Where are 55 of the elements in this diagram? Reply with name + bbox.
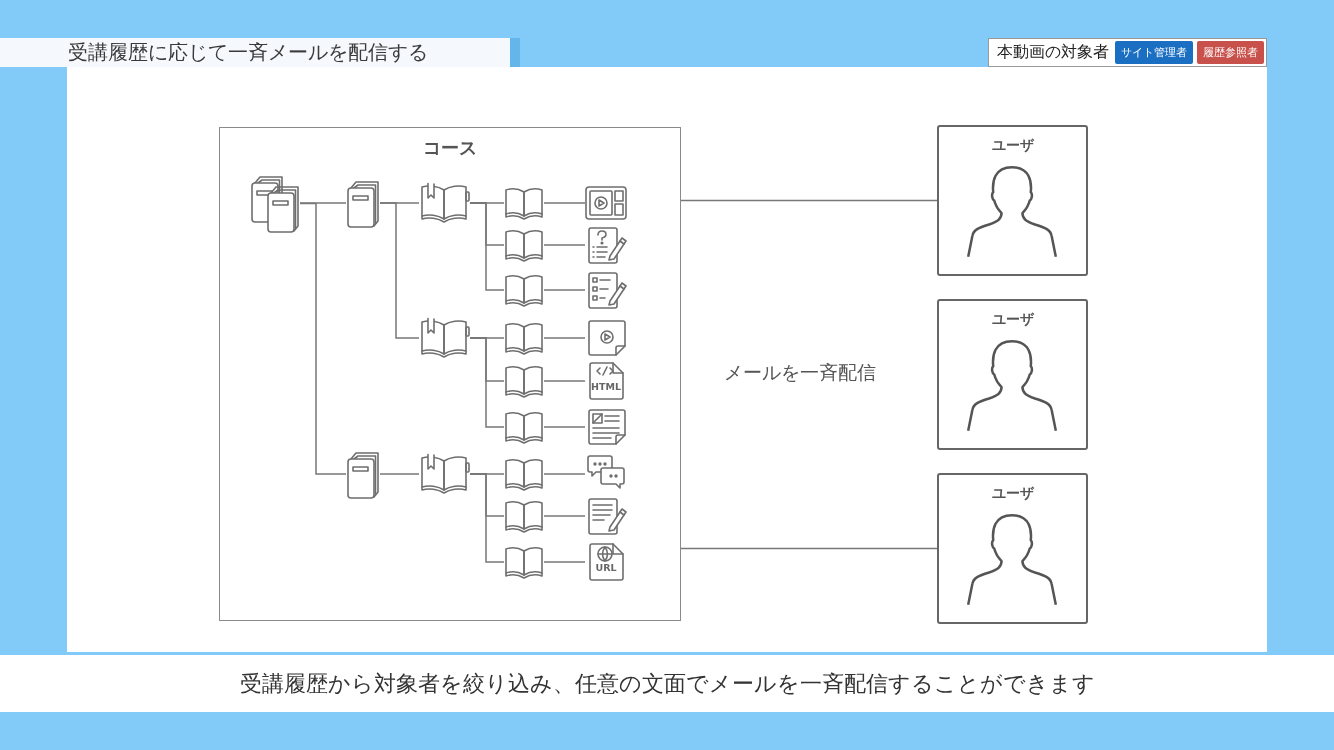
book-icon xyxy=(346,449,380,499)
open-book-icon xyxy=(504,410,544,444)
connector-line xyxy=(543,289,586,291)
connector-line xyxy=(543,244,586,246)
open-book-icon xyxy=(504,321,544,355)
connector-line xyxy=(469,202,505,291)
connector-line xyxy=(543,337,586,339)
group-title: コース xyxy=(423,136,477,160)
course-box xyxy=(219,127,681,621)
connector-line xyxy=(543,202,586,204)
connector-line xyxy=(469,473,505,563)
document-icon xyxy=(585,407,627,447)
role-tag: サイト管理者 xyxy=(1115,41,1193,64)
connector-line xyxy=(543,515,586,517)
books-stack-icon xyxy=(250,174,300,233)
open-book-icon xyxy=(504,364,544,398)
file-type-label: URL xyxy=(595,562,617,573)
open-book-icon xyxy=(504,457,544,491)
user-box xyxy=(937,473,1088,624)
quiz-icon xyxy=(585,225,627,265)
bookmarked-book-icon xyxy=(419,182,470,224)
slide-title: 受講履歴に応じて一斉メールを配信する xyxy=(68,40,428,65)
open-book-icon xyxy=(504,499,544,533)
note-text: メールを一斉配信 xyxy=(724,360,876,385)
audience-label: 本動画の対象者 xyxy=(996,42,1110,63)
bookmarked-book-icon xyxy=(419,453,470,495)
connector-line xyxy=(543,380,586,382)
connector-line xyxy=(469,337,505,428)
file-type-label: HTML xyxy=(591,381,621,392)
connector-line xyxy=(543,561,586,563)
connector-line xyxy=(299,202,347,204)
caption-text: 受講履歴から対象者を絞り込み、任意の文面でメールを一斉配信することができます xyxy=(239,669,1095,698)
connector-line xyxy=(379,473,420,475)
connector-line xyxy=(543,473,586,475)
user-box xyxy=(937,125,1088,276)
box-title: ユーザ xyxy=(991,311,1034,329)
writing-icon xyxy=(585,496,627,536)
book-icon xyxy=(346,178,380,228)
connector-line xyxy=(379,202,420,339)
bookmarked-book-icon xyxy=(419,317,470,359)
open-book-icon xyxy=(504,545,544,579)
connector-line xyxy=(543,426,586,428)
video-file-icon xyxy=(585,318,627,358)
video-player-icon xyxy=(585,183,627,223)
box-title: ユーザ xyxy=(991,485,1034,503)
box-title: ユーザ xyxy=(991,137,1034,155)
connector-line xyxy=(680,199,938,202)
checklist-icon xyxy=(585,270,627,310)
user-box xyxy=(937,299,1088,450)
open-book-icon xyxy=(504,186,544,220)
connector-line xyxy=(680,547,938,550)
open-book-icon xyxy=(504,228,544,262)
role-tag: 履歴参照者 xyxy=(1197,41,1264,64)
connector-line xyxy=(299,202,347,475)
open-book-icon xyxy=(504,273,544,307)
